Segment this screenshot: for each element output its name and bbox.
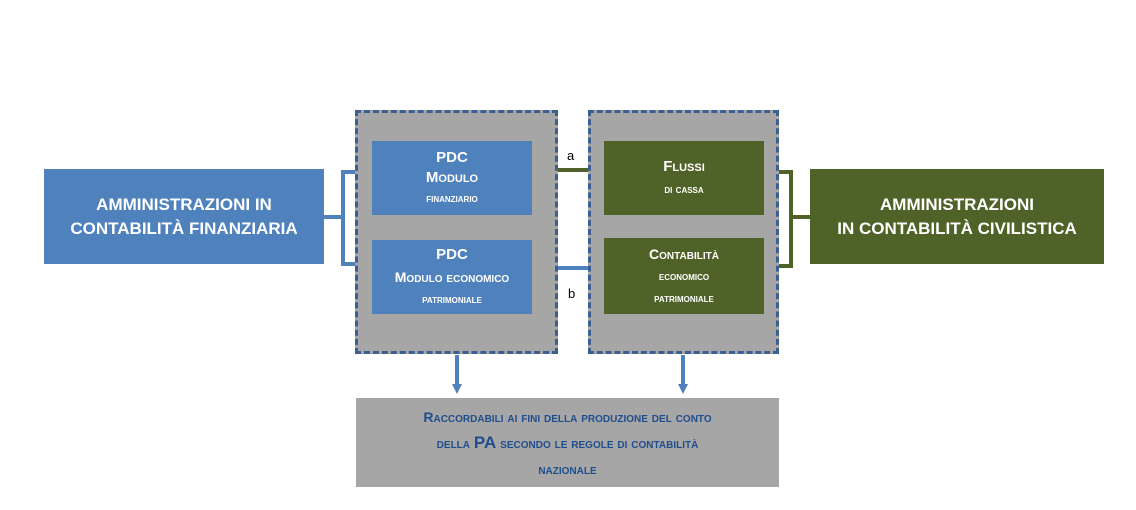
bottom-box-line2-prefix: della <box>436 434 471 451</box>
economic-accounting-line3: patrimoniale <box>654 291 714 305</box>
pdc-economic-line3: patrimoniale <box>422 292 482 306</box>
bottom-box-line2-suffix: secondo le regole di contabilità <box>500 434 699 451</box>
right-entity-box: AMMINISTRAZIONI IN CONTABILITÀ CIVILISTI… <box>810 169 1104 264</box>
arrow-a-label: a <box>567 148 575 163</box>
economic-accounting-line1: Contabilità <box>649 246 719 262</box>
right-entity-line1: AMMINISTRAZIONI <box>880 194 1034 214</box>
bottom-box-line2: della PA secondo le regole di contabilit… <box>437 430 699 456</box>
right-entity-line2: IN CONTABILITÀ CIVILISTICA <box>837 218 1077 238</box>
pdc-economic-line2: Modulo economico <box>394 269 510 285</box>
left-entity-line2: CONTABILITÀ FINANZIARIA <box>70 218 298 238</box>
arrow-b-label: b <box>568 286 576 301</box>
pdc-economic-box: PDC Modulo economico patrimoniale <box>372 240 532 314</box>
cash-flows-line1: Flussi <box>663 158 705 175</box>
pdc-economic-title: PDC <box>436 246 468 263</box>
bottom-box-line1: Raccordabili ai fini della produzione de… <box>423 408 712 425</box>
pdc-financial-box: PDC Modulo finanziario <box>372 141 532 215</box>
pdc-financial-line2: Modulo <box>425 169 479 186</box>
economic-accounting-line2: economico <box>658 269 710 283</box>
left-entity-line1: AMMINISTRAZIONI IN <box>96 194 272 214</box>
national-accounting-box: Raccordabili ai fini della produzione de… <box>356 398 779 487</box>
cash-flows-box: Flussi di cassa <box>604 141 764 215</box>
bottom-box-line3: nazionale <box>538 460 597 477</box>
cash-flows-line2: di cassa <box>664 182 704 196</box>
bottom-box-line2-pa: PA <box>473 432 497 452</box>
pdc-financial-line3: finanziario <box>426 191 478 205</box>
left-entity-box: AMMINISTRAZIONI IN CONTABILITÀ FINANZIAR… <box>44 169 324 264</box>
pdc-financial-title: PDC <box>436 149 468 166</box>
economic-accounting-box: Contabilità economico patrimoniale <box>604 238 764 314</box>
